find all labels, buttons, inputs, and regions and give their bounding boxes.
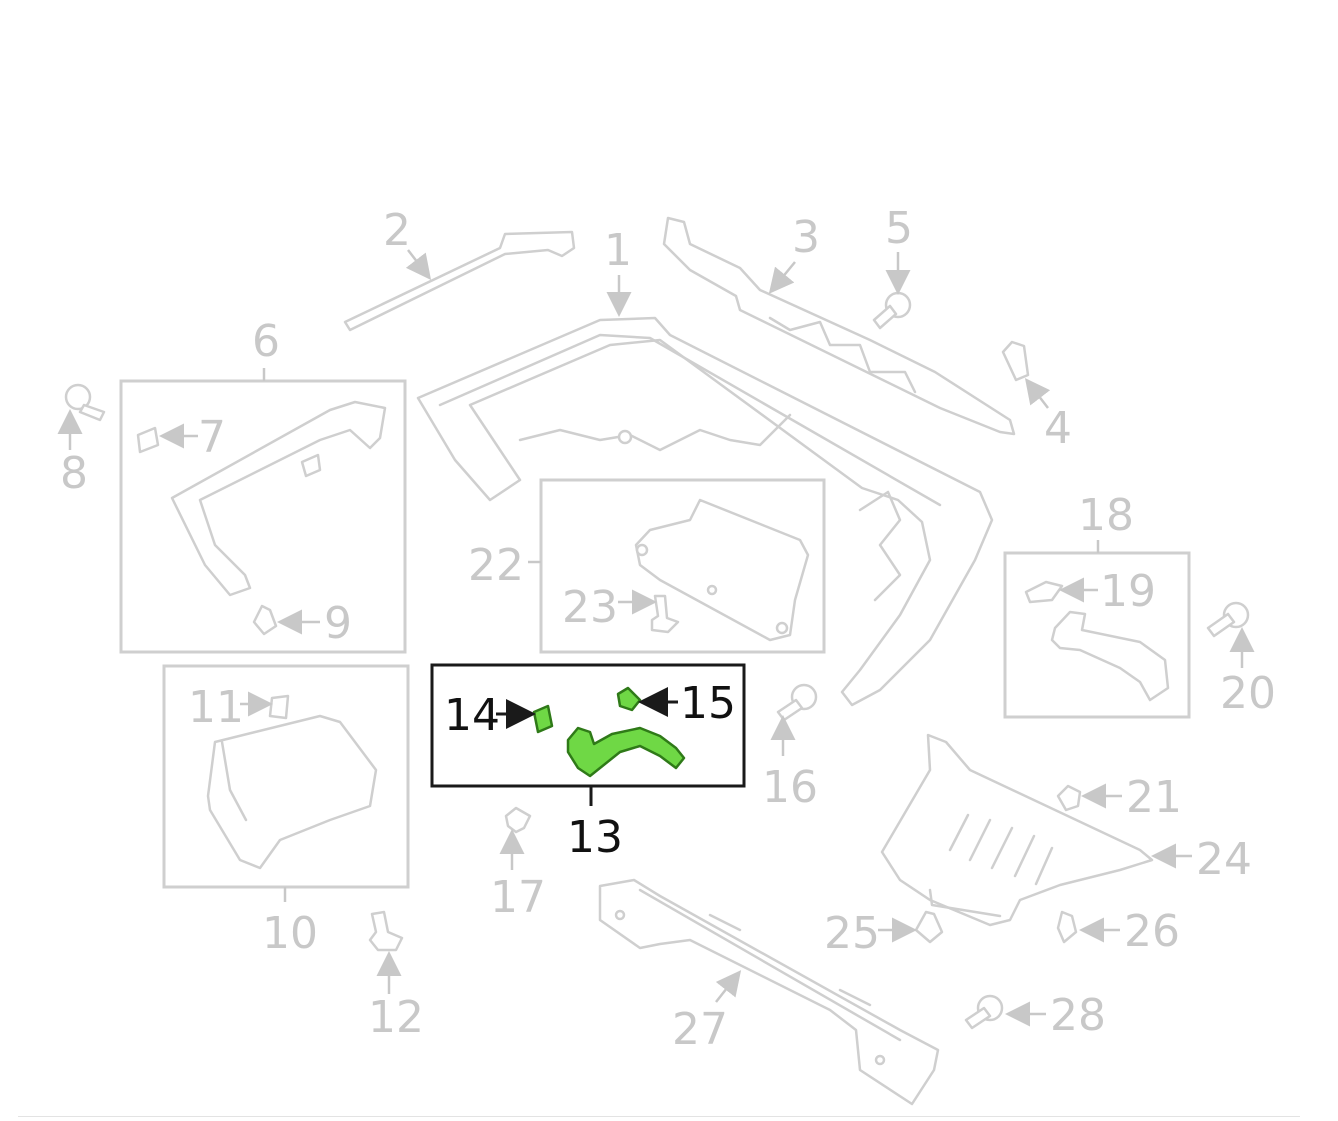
callout-20[interactable]: 20: [1220, 627, 1276, 719]
group-18-box[interactable]: 18 19: [1003, 490, 1191, 719]
callout-27-label: 27: [672, 1004, 728, 1055]
callout-24-label: 24: [1196, 834, 1252, 885]
callout-24[interactable]: 24: [1151, 834, 1252, 885]
callout-4-label: 4: [1044, 403, 1072, 454]
part-1-bumper-cover[interactable]: [416, 316, 994, 707]
part-14-clip[interactable]: [532, 704, 554, 734]
callout-26[interactable]: 26: [1079, 906, 1180, 957]
callout-21[interactable]: 21: [1081, 772, 1182, 823]
callout-23[interactable]: 23: [562, 582, 657, 633]
callout-12-label: 12: [368, 992, 424, 1043]
part-24-under-cover[interactable]: [880, 733, 1154, 927]
callout-5-label: 5: [885, 203, 913, 254]
part-12-bolt[interactable]: [368, 910, 404, 952]
callout-26-label: 26: [1124, 906, 1180, 957]
callout-28-label: 28: [1050, 990, 1106, 1041]
callout-23-label: 23: [562, 582, 618, 633]
callout-3[interactable]: 3: [768, 212, 820, 294]
part-4-clip[interactable]: [1001, 340, 1030, 382]
part-2-trim-strip[interactable]: [343, 230, 576, 332]
part-26-push-pin[interactable]: [1056, 910, 1078, 944]
callout-8-label: 8: [60, 448, 88, 499]
part-25-push-pin[interactable]: [914, 910, 944, 944]
callout-8[interactable]: 8: [57, 409, 88, 499]
callout-19[interactable]: 19: [1059, 566, 1156, 617]
callout-1[interactable]: 1: [604, 225, 632, 317]
callout-1-label: 1: [604, 225, 632, 276]
callout-28[interactable]: 28: [1005, 990, 1106, 1041]
part-16-screw[interactable]: [776, 683, 818, 722]
part-3-upper-bracket[interactable]: [662, 216, 1016, 436]
callout-15-label: 15: [680, 678, 736, 729]
callout-14[interactable]: 14: [444, 690, 536, 741]
part-17-push-pin[interactable]: [504, 806, 532, 834]
part-28-screw[interactable]: [964, 994, 1004, 1030]
callout-11-label: 11: [188, 682, 244, 733]
callout-2[interactable]: 2: [383, 205, 432, 280]
part-5-screw[interactable]: [872, 291, 912, 330]
callout-2-label: 2: [383, 205, 411, 256]
part-19-clip[interactable]: [1024, 580, 1064, 604]
callout-16-label: 16: [762, 762, 818, 813]
callout-12[interactable]: 12: [368, 951, 424, 1043]
callout-25-label: 25: [824, 908, 880, 959]
part-7-clip[interactable]: [136, 426, 160, 454]
callout-17[interactable]: 17: [490, 829, 546, 923]
callout-14-label: 14: [444, 690, 500, 741]
callout-7[interactable]: 7: [159, 412, 226, 463]
part-13-bracket[interactable]: [566, 726, 686, 778]
group-13-box[interactable]: 13 14 15: [430, 663, 746, 863]
callout-19-label: 19: [1100, 566, 1156, 617]
callout-15[interactable]: 15: [638, 678, 736, 729]
callout-4[interactable]: 4: [1024, 378, 1072, 454]
part-9-push-pin[interactable]: [252, 604, 278, 636]
callout-7-label: 7: [198, 412, 226, 463]
callout-22-label: 22: [468, 540, 524, 591]
callout-10-label: 10: [262, 908, 318, 959]
callout-6-label: 6: [252, 316, 280, 367]
callout-27[interactable]: 27: [672, 970, 742, 1055]
part-23-bolt[interactable]: [650, 594, 680, 634]
group-22-box[interactable]: 22 23: [468, 478, 826, 654]
group-10-box[interactable]: 10 11: [162, 664, 410, 959]
callout-9[interactable]: 9: [277, 598, 352, 649]
callout-21-label: 21: [1126, 772, 1182, 823]
callout-17-label: 17: [490, 872, 546, 923]
part-21-push-pin[interactable]: [1056, 784, 1082, 812]
part-8-screw[interactable]: [64, 383, 106, 422]
callout-3-label: 3: [792, 212, 820, 263]
callout-13-label: 13: [567, 812, 623, 863]
footer-divider: [18, 1116, 1300, 1117]
callout-25[interactable]: 25: [824, 908, 917, 959]
callout-9-label: 9: [324, 598, 352, 649]
callout-5[interactable]: 5: [885, 203, 913, 295]
callout-20-label: 20: [1220, 668, 1276, 719]
part-27-reinforcement-beam[interactable]: [598, 878, 940, 1106]
callout-16[interactable]: 16: [762, 715, 818, 813]
group-6-box[interactable]: 6 7 9: [119, 316, 407, 654]
part-20-screw[interactable]: [1206, 601, 1250, 638]
part-11-clip[interactable]: [268, 694, 290, 720]
part-15-clip[interactable]: [616, 686, 642, 712]
callout-11[interactable]: 11: [188, 682, 273, 733]
callout-18-label: 18: [1078, 490, 1134, 541]
